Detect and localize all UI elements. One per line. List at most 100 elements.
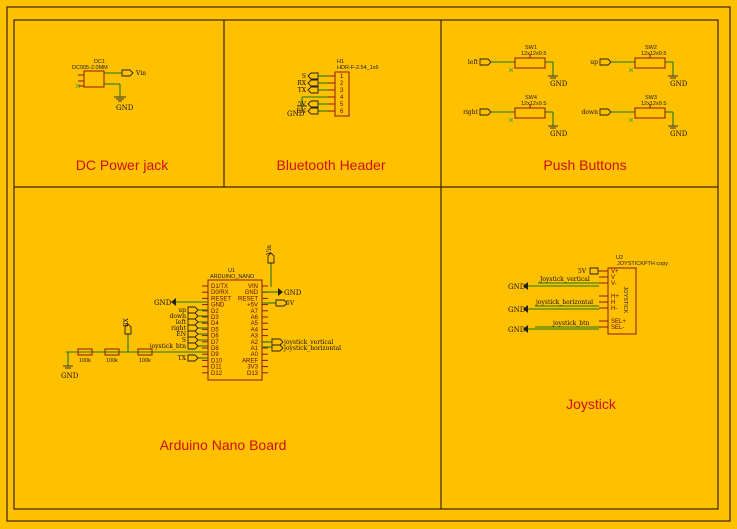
- nano-left-pin: D3: [211, 315, 219, 321]
- bt-net-2: TX: [298, 87, 307, 94]
- nano-right-pin: A5: [251, 321, 259, 327]
- joy-pin: SEL+: [611, 319, 626, 325]
- nano-left-net: TX: [178, 355, 187, 362]
- title-joystick: Joystick: [566, 396, 617, 412]
- nano-ref: U1: [228, 268, 235, 274]
- nano-right-pin: D13: [247, 371, 259, 377]
- nano-left-net: S: [182, 337, 186, 344]
- title-dc-power: DC Power jack: [76, 157, 170, 173]
- nano-left-pin: D10: [211, 358, 223, 364]
- bt-pin-4: 4: [340, 95, 344, 101]
- switch-ref: SW2: [645, 45, 657, 51]
- nano-left-pin: RESET: [211, 296, 231, 302]
- nano-net-joy-h: joystick_horizontal: [283, 345, 341, 352]
- nano-left-pin: GND: [211, 303, 225, 309]
- switch-ref: SW1: [525, 45, 537, 51]
- nano-right-pin: GND: [245, 290, 259, 296]
- switch-net: right: [463, 109, 478, 116]
- joy-gnd-1: GND: [508, 283, 526, 291]
- nano-gnd-right: GND: [284, 289, 302, 297]
- joy-body-label: JOYSTICK: [622, 287, 628, 314]
- title-arduino: Arduino Nano Board: [160, 437, 287, 453]
- switch-net: down: [582, 109, 599, 116]
- nano-left-net: joystick_btn: [149, 343, 187, 350]
- joy-pin: H: [611, 300, 615, 306]
- nano-left-net: right: [171, 325, 186, 332]
- joy-pin: V-: [611, 281, 617, 287]
- dc-ref: DC1: [94, 59, 105, 65]
- joy-net-btn: joystick_btn: [552, 320, 590, 327]
- push-buttons-group: SW112x12x9.5leftGNDSW212x12x9.5upGNDSW41…: [463, 45, 688, 138]
- nano-left-net: left: [176, 319, 187, 326]
- nano-net-rx: RX: [123, 317, 130, 327]
- dc-jack: DC1 DC005-2.0MM Vin GND: [72, 59, 146, 112]
- bt-pin-6: 6: [340, 109, 344, 115]
- nano-right-pin: 3V3: [247, 365, 258, 371]
- bt-value: HDR-F-2.54_1x6: [337, 65, 379, 71]
- bt-net-5: EN: [296, 108, 306, 115]
- nano-right-pin: RESET: [238, 296, 258, 302]
- joystick-module: U2 JOYSTICKPTH copy JOYSTICK V+VV-H+HH-S…: [508, 255, 668, 335]
- switch-gnd: GND: [670, 130, 688, 138]
- bt-pin-1: 1: [340, 74, 344, 80]
- nano-left-pin: D12: [211, 371, 223, 377]
- nano-left-pin: D2: [211, 309, 219, 315]
- joy-net-horizontal: joystick_horizontal: [535, 299, 593, 306]
- dc-net-vin: Vin: [135, 70, 146, 77]
- bt-pin-2: 2: [340, 81, 344, 87]
- nano-right-pin: VIN: [248, 284, 258, 290]
- nano-left-net: up: [178, 307, 186, 314]
- joy-body: [607, 267, 637, 335]
- bt-net-4: 5V: [298, 101, 307, 108]
- title-bluetooth: Bluetooth Header: [277, 157, 386, 173]
- bt-gnd-label: GND: [287, 110, 305, 118]
- nano-left-pin: D11: [211, 365, 222, 371]
- nano-right-pin: A3: [251, 334, 259, 340]
- res2-value: 100k: [106, 358, 118, 364]
- bt-pin-5: 5: [340, 102, 344, 108]
- joy-pin: SEL-: [611, 325, 624, 331]
- nano-gnd-left: GND: [154, 299, 172, 307]
- nano-right-pin: +5V: [247, 303, 258, 309]
- switch-ref: SW3: [645, 95, 657, 101]
- nano-right-pin: A6: [251, 315, 259, 321]
- switch-value: 12x12x9.5: [521, 51, 546, 57]
- joy-net-vertical: Joystick_vertical: [539, 276, 590, 283]
- switch-net: up: [590, 59, 598, 66]
- nano-left-pin: D0/RX: [211, 290, 229, 296]
- inner-frame: [13, 19, 719, 510]
- joy-pin: H+: [611, 294, 619, 300]
- switch-value: 12x12x9.5: [641, 101, 666, 107]
- nano-left-pin: D6: [211, 334, 219, 340]
- res1-value: 100k: [79, 358, 91, 364]
- title-push-buttons: Push Buttons: [543, 157, 626, 173]
- nano-right-pin: A7: [251, 309, 259, 315]
- switch-net: left: [468, 59, 479, 66]
- joy-gnd-3: GND: [508, 326, 526, 334]
- nano-right-pin: A1: [251, 346, 259, 352]
- nano-left-net: down: [170, 313, 187, 320]
- nano-right-pin: A0: [251, 352, 259, 358]
- nano-left-net: EN: [176, 331, 186, 338]
- switch-ref: SW4: [525, 95, 537, 101]
- nano-left-pin: D5: [211, 327, 219, 333]
- joy-ref: U2: [616, 255, 623, 261]
- joy-pin: V: [611, 275, 615, 281]
- res3-value: 100k: [139, 358, 151, 364]
- switch-gnd: GND: [550, 80, 568, 88]
- switch-value: 12x12x9.5: [641, 51, 666, 57]
- nano-right-pin: A4: [251, 327, 259, 333]
- joy-net-5v: 5V: [578, 268, 587, 275]
- nano-right-pin: AREF: [242, 358, 258, 364]
- bt-net-0: S: [302, 73, 306, 80]
- joy-value: JOYSTICKPTH copy: [617, 261, 668, 267]
- nano-net-5v: 5V: [286, 300, 295, 307]
- dc-gnd-label: GND: [116, 104, 134, 112]
- arduino-nano: U1 ARDUINO_NANO D1/TXD0/RXRESETGNDD2D3D4…: [61, 245, 341, 381]
- nano-right-pin: A2: [251, 340, 259, 346]
